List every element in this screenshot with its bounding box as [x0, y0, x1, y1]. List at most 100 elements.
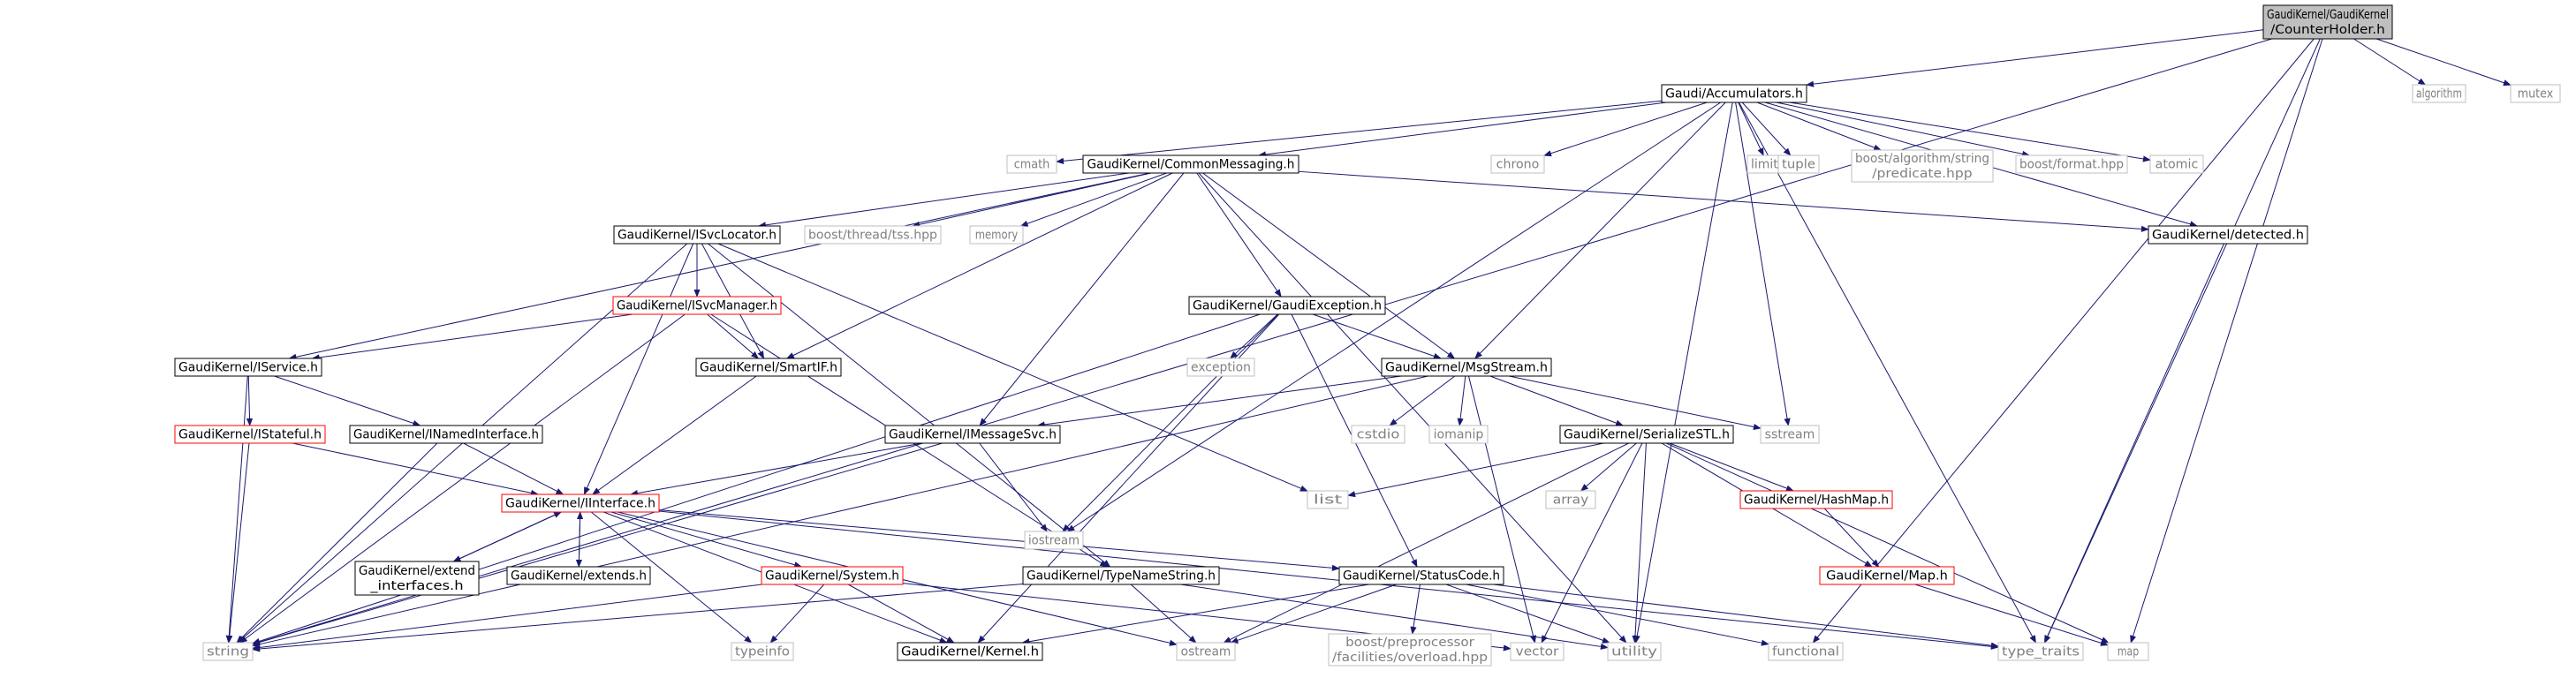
- edge-statuscode-to-utility: [1445, 584, 1610, 644]
- edge-serializestl-to-utility: [1632, 442, 1647, 644]
- node-box: [1661, 84, 1807, 103]
- node-extends[interactable]: GaudiKernel/extends.h: [506, 566, 651, 585]
- node-array: array: [1545, 490, 1596, 509]
- node-label: /facilities/overload.hpp: [1332, 651, 1488, 665]
- node-iservice[interactable]: GaudiKernel/IService.h: [174, 358, 322, 377]
- node-string: string: [202, 642, 254, 661]
- node-label: cstdio: [1357, 428, 1400, 442]
- edge-serializestl-to-map: [1665, 442, 2110, 644]
- edge-common-to-boostthread: [912, 172, 1152, 228]
- edge-iinterface-to-system: [610, 511, 803, 569]
- node-isvcloc[interactable]: GaudiKernel/ISvcLocator.h: [613, 225, 781, 245]
- edge-accum-to-common: [1257, 102, 1667, 158]
- edge-system-to-string: [252, 584, 762, 652]
- edge-serializestl-to-vector: [1541, 442, 1643, 644]
- node-typename[interactable]: GaudiKernel/TypeNameString.h: [1022, 566, 1220, 585]
- edge-smartif-to-iinterface: [592, 375, 757, 495]
- node-detected[interactable]: GaudiKernel/detected.h: [2148, 225, 2308, 245]
- node-istateful[interactable]: GaudiKernel/IStateful.h: [174, 425, 326, 444]
- node-label: ostream: [1181, 645, 1231, 659]
- edge-typename-to-string: [252, 583, 1024, 652]
- node-accum[interactable]: Gaudi/Accumulators.h: [1661, 84, 1807, 103]
- node-box: [349, 425, 543, 444]
- node-box: [1851, 149, 1994, 183]
- node-box: [2148, 225, 2308, 245]
- node-box: [1381, 358, 1552, 377]
- node-box: [506, 566, 651, 585]
- node-smartif[interactable]: GaudiKernel/SmartIF.h: [695, 358, 842, 377]
- edge-accum-to-cmath: [1056, 100, 1663, 164]
- node-label: GaudiKernel/IStateful.h: [178, 428, 322, 442]
- edge-istateful-to-string: [226, 442, 250, 644]
- edge-gaudiexc-to-iostream: [1062, 313, 1279, 532]
- node-label: chrono: [1496, 158, 1540, 172]
- edge-accum-to-boostfmt: [1776, 102, 2031, 157]
- edge-iservice-to-string: [225, 375, 248, 644]
- node-statuscode[interactable]: GaudiKernel/StatusCode.h: [1338, 566, 1504, 585]
- edge-accum-to-iostream: [1066, 102, 1722, 532]
- edge-common-to-isvcloc: [757, 172, 1130, 229]
- edge-iservice-to-istateful: [246, 375, 254, 426]
- edge-root-to-string: [252, 38, 2272, 645]
- edge-common-to-iservice: [288, 172, 1150, 360]
- node-utility: utility: [1607, 642, 1662, 661]
- edge-msgstream-to-string: [252, 375, 1428, 648]
- node-isvcmgr[interactable]: GaudiKernel/ISvcManager.h: [612, 296, 782, 315]
- node-imsgsvc[interactable]: GaudiKernel/IMessageSvc.h: [884, 425, 1061, 444]
- node-label: cmath: [1014, 158, 1050, 172]
- node-label: GaudiKernel/ISvcManager.h: [617, 299, 777, 313]
- node-box: [613, 225, 781, 245]
- node-iinterface[interactable]: GaudiKernel/IInterface.h: [501, 493, 660, 513]
- node-label: iostream: [1028, 534, 1080, 548]
- node-box: [1176, 642, 1236, 661]
- node-label: _interfaces.h: [369, 579, 463, 593]
- edge-isvcmgr-to-iservice: [311, 313, 633, 361]
- node-gaudiexc[interactable]: GaudiKernel/GaudiException.h: [1188, 296, 1386, 315]
- node-iostream: iostream: [1024, 531, 1084, 550]
- node-root[interactable]: GaudiKernel/GaudiKernel/CounterHolder.h: [2262, 4, 2393, 40]
- node-box: [1428, 425, 1489, 444]
- node-label: GaudiKernel/GaudiException.h: [1193, 299, 1382, 313]
- node-extendif[interactable]: GaudiKernel/extend_interfaces.h: [354, 561, 480, 596]
- edge-common-to-msgstream: [1202, 172, 1456, 359]
- edge-iinterface-to-typetraits: [658, 510, 1999, 650]
- edge-isvcloc-to-list: [717, 243, 1308, 492]
- node-box: [897, 642, 1043, 661]
- node-label: GaudiKernel/extends.h: [511, 569, 647, 584]
- node-hashmap[interactable]: GaudiKernel/HashMap.h: [1739, 490, 1893, 509]
- edge-msgstream-to-sstream: [1509, 375, 1762, 431]
- edge-gaudiexc-to-exception: [1230, 313, 1278, 359]
- node-serializestl[interactable]: GaudiKernel/SerializeSTL.h: [1559, 425, 1734, 444]
- node-box: [695, 358, 842, 377]
- dependency-edges: [225, 29, 2512, 652]
- node-msgstream[interactable]: GaudiKernel/MsgStream.h: [1381, 358, 1552, 377]
- edge-common-to-smartif: [785, 172, 1173, 359]
- node-typeinfo: typeinfo: [731, 642, 794, 661]
- node-label: atomic: [2156, 158, 2199, 172]
- node-map_h[interactable]: GaudiKernel/Map.h: [1819, 566, 1955, 585]
- edge-root-to-map: [2130, 38, 2323, 644]
- header-nodes: GaudiKernel/GaudiKernel/CounterHolder.hG…: [174, 4, 2561, 667]
- edge-statuscode-to-ostream: [1230, 584, 1397, 644]
- node-box: [1777, 154, 1820, 174]
- node-kernel[interactable]: GaudiKernel/Kernel.h: [897, 642, 1043, 661]
- node-box: [1819, 566, 1955, 585]
- node-system[interactable]: GaudiKernel/System.h: [761, 566, 904, 585]
- node-box: [1186, 358, 1255, 377]
- node-inamed[interactable]: GaudiKernel/INamedInterface.h: [349, 425, 543, 444]
- node-label: GaudiKernel/SerializeSTL.h: [1564, 428, 1730, 442]
- edge-statuscode-to-functional: [1466, 584, 1769, 646]
- edge-msgstream-to-imsgsvc: [1036, 375, 1402, 428]
- node-label: sstream: [1765, 428, 1815, 442]
- edge-statuscode-to-boostpp: [1410, 584, 1421, 635]
- node-label: boost/algorithm/string: [1855, 152, 1989, 166]
- edge-system-to-kernel: [847, 584, 955, 644]
- node-box: [1082, 154, 1299, 174]
- node-common[interactable]: GaudiKernel/CommonMessaging.h: [1082, 154, 1299, 174]
- edge-root-to-accum: [1806, 29, 2264, 87]
- node-box: [1997, 642, 2084, 661]
- node-label: GaudiKernel/Kernel.h: [901, 645, 1039, 659]
- node-list: list: [1307, 490, 1349, 509]
- node-box: [1559, 425, 1734, 444]
